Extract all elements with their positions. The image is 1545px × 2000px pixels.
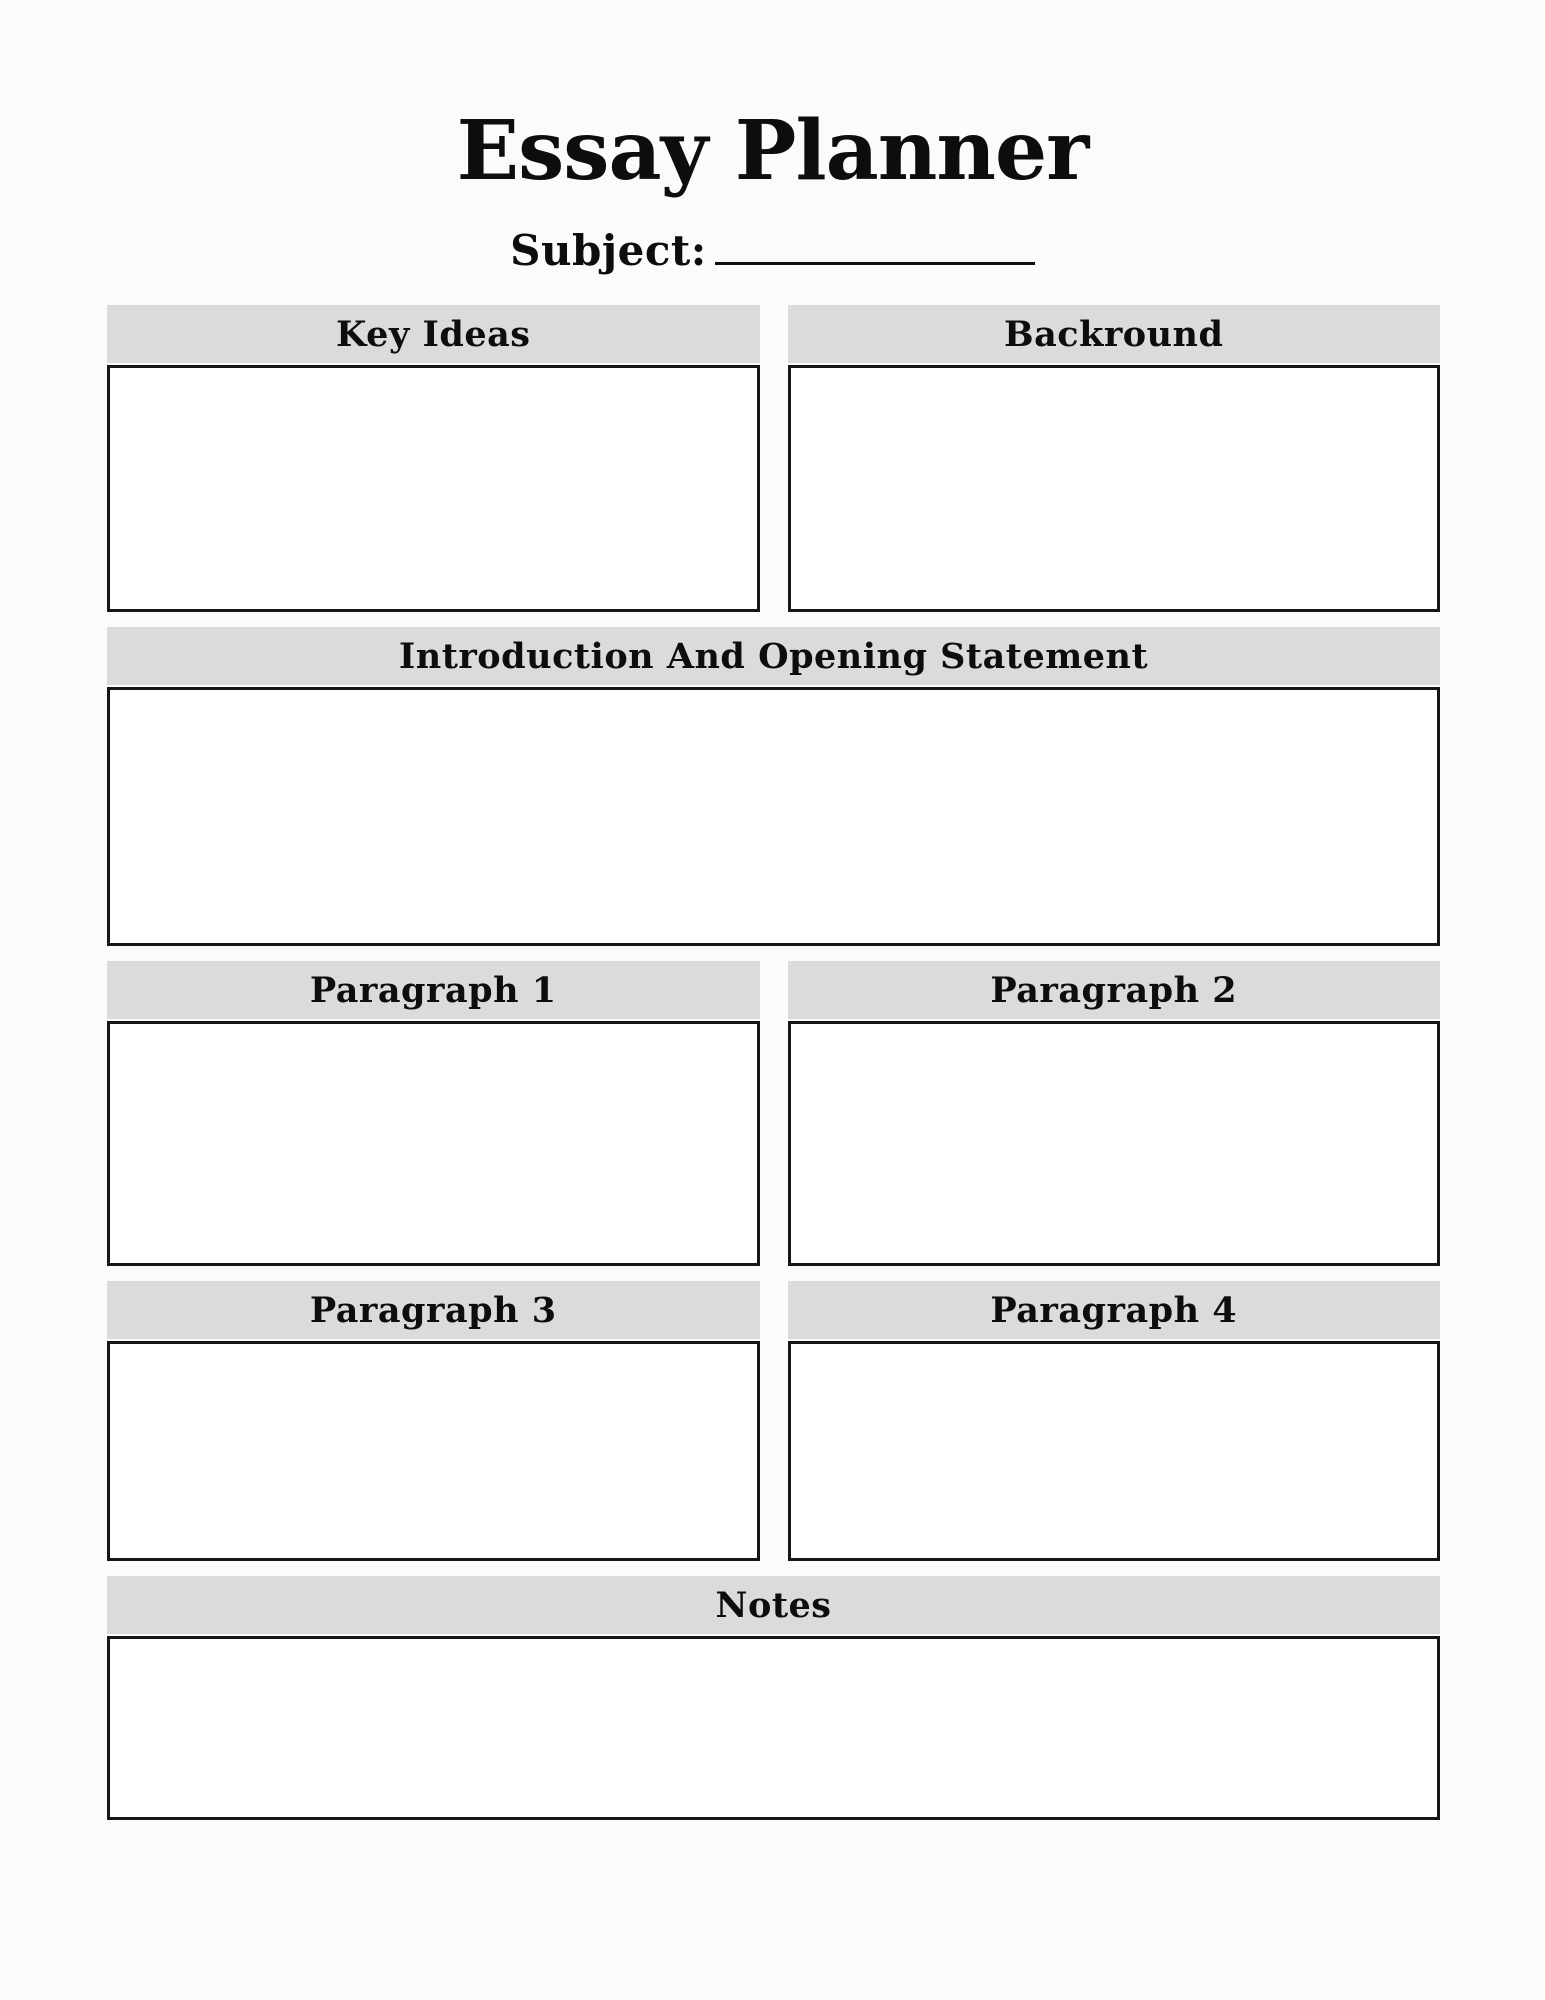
row-introduction: Introduction And Opening Statement <box>107 627 1440 946</box>
section-backround: Backround <box>787 305 1440 612</box>
paragraph-3-header: Paragraph 3 <box>107 1281 760 1339</box>
introduction-header: Introduction And Opening Statement <box>107 627 1440 685</box>
row-paragraphs-1-2: Paragraph 1 Paragraph 2 <box>107 961 1440 1266</box>
section-paragraph-2: Paragraph 2 <box>787 961 1440 1266</box>
introduction-label: Introduction And Opening Statement <box>398 635 1149 677</box>
section-paragraph-3: Paragraph 3 <box>107 1281 760 1561</box>
notes-input-area[interactable] <box>107 1636 1440 1820</box>
paragraph-3-input-area[interactable] <box>107 1341 760 1561</box>
section-paragraph-4: Paragraph 4 <box>787 1281 1440 1561</box>
backround-header: Backround <box>787 305 1440 363</box>
notes-label: Notes <box>715 1584 832 1626</box>
section-introduction: Introduction And Opening Statement <box>107 627 1440 946</box>
paragraph-4-header: Paragraph 4 <box>787 1281 1440 1339</box>
backround-input-area[interactable] <box>787 365 1440 612</box>
section-notes: Notes <box>107 1576 1440 1820</box>
notes-header: Notes <box>107 1576 1440 1634</box>
subject-input-line[interactable] <box>714 235 1035 265</box>
paragraph-4-input-area[interactable] <box>787 1341 1440 1561</box>
subject-row: Subject: <box>0 226 1545 276</box>
row-notes: Notes <box>107 1576 1440 1820</box>
row-paragraphs-3-4: Paragraph 3 Paragraph 4 <box>107 1281 1440 1561</box>
row-key-ideas-backround: Key Ideas Backround <box>107 305 1440 612</box>
planner-grid: Key Ideas Backround Introduction And Ope… <box>107 305 1440 1820</box>
paragraph-1-label: Paragraph 1 <box>309 969 557 1011</box>
paragraph-2-header: Paragraph 2 <box>787 961 1440 1019</box>
page-title: Essay Planner <box>456 103 1090 199</box>
backround-label: Backround <box>1004 313 1224 355</box>
paragraph-1-input-area[interactable] <box>107 1021 760 1266</box>
introduction-input-area[interactable] <box>107 687 1440 946</box>
section-key-ideas: Key Ideas <box>107 305 760 612</box>
paragraph-2-input-area[interactable] <box>787 1021 1440 1266</box>
paragraph-4-label: Paragraph 4 <box>990 1289 1238 1331</box>
key-ideas-label: Key Ideas <box>336 313 531 355</box>
key-ideas-input-area[interactable] <box>107 365 760 612</box>
paragraph-3-label: Paragraph 3 <box>309 1289 557 1331</box>
subject-label: Subject: <box>510 226 707 275</box>
paragraph-2-label: Paragraph 2 <box>990 969 1238 1011</box>
key-ideas-header: Key Ideas <box>107 305 760 363</box>
section-paragraph-1: Paragraph 1 <box>107 961 760 1266</box>
paragraph-1-header: Paragraph 1 <box>107 961 760 1019</box>
